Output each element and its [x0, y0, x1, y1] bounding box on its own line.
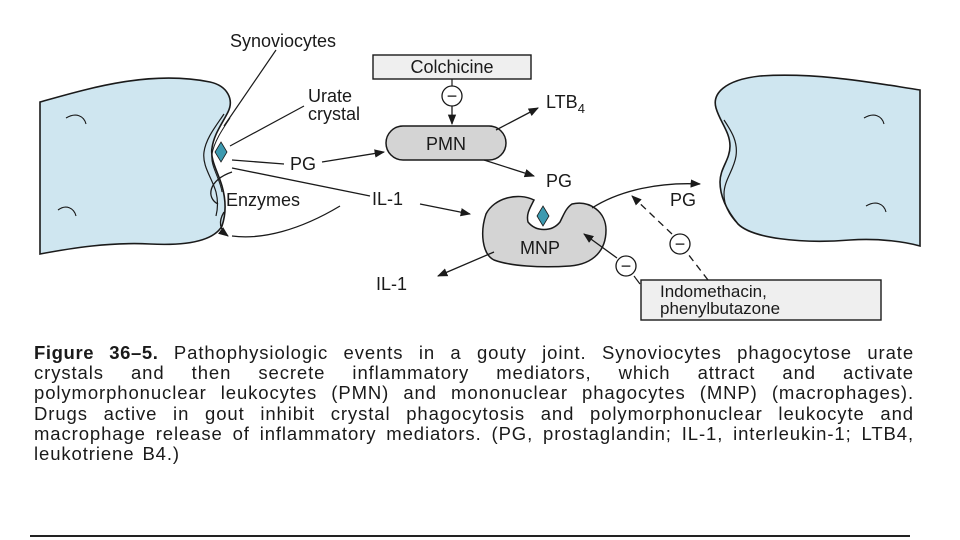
drug-label-line2: phenylbutazone [660, 299, 780, 318]
drug-dashed-line [687, 253, 709, 281]
mnp-label: MNP [520, 238, 560, 258]
left-joint-membrane-inner [211, 117, 231, 193]
enzymes-to-joint [231, 205, 341, 238]
bottom-rule [30, 535, 910, 537]
enzymes-label: Enzymes [226, 190, 300, 210]
drug-box [640, 279, 882, 321]
left-joint-tissue [39, 77, 232, 255]
joint-to-pg-line [231, 159, 285, 165]
enzymes-arrow-up [210, 171, 233, 205]
colchicine-label: Colchicine [410, 57, 493, 77]
enzymes-arrow-down [218, 211, 229, 237]
il1-bottom-label: IL-1 [376, 274, 407, 294]
drug-label-line1: Indomethacin, [660, 282, 767, 301]
inhibit-minus-3: − [675, 234, 686, 254]
urate-crystal-left [214, 141, 228, 163]
drug-to-pg-dashed-arrow [631, 195, 673, 235]
synoviocytes-pointer [223, 49, 277, 127]
urate-label-line2: crystal [308, 104, 360, 124]
pmn-to-ltb4-arrow [495, 107, 539, 131]
pg-to-pmn-arrow [321, 149, 386, 163]
pmn-cell [385, 125, 507, 161]
mnp-to-il1-arrow [437, 251, 495, 277]
inhibit-minus-1: − [447, 86, 458, 106]
pg-right-label: PG [670, 190, 696, 210]
tissue-mark [65, 114, 87, 125]
il1-top-label: IL-1 [372, 189, 403, 209]
tissue-mark [863, 114, 885, 125]
tissue-mark [57, 206, 77, 217]
il1-to-mnp-arrow [419, 203, 472, 217]
figure-number: Figure 36–5. [34, 342, 159, 363]
pmn-label: PMN [426, 134, 466, 154]
tissue-mark [865, 202, 887, 213]
urate-label-line1: Urate [308, 86, 352, 106]
drug-to-mnp-arrow [583, 233, 618, 259]
urate-crystal-mnp [536, 205, 550, 227]
right-joint-membrane [723, 119, 739, 225]
mnp-to-pg-right-arrow [591, 179, 702, 209]
ltb4-label: LTB4 [546, 92, 585, 116]
pg-left-label: PG [290, 154, 316, 174]
drug-inhibit-symbol-mnp [615, 255, 637, 277]
caption-text: Pathophysiologic events in a gouty joint… [34, 342, 915, 465]
urate-crystal-pointer [229, 105, 305, 147]
figure-caption: Figure 36–5. Pathophysiologic events in … [34, 342, 915, 465]
right-joint-tissue [714, 74, 921, 248]
inhibit-minus-2: − [621, 256, 632, 276]
drug-inhibit-symbol-pg [669, 233, 691, 255]
drug-connector-mnp [633, 275, 641, 285]
mnp-cell [481, 195, 607, 268]
pmn-to-pg-arrow [483, 159, 535, 178]
synoviocytes-label: Synoviocytes [230, 31, 336, 51]
pg-mid-label: PG [546, 171, 572, 191]
joint-to-il1-line [231, 167, 371, 197]
